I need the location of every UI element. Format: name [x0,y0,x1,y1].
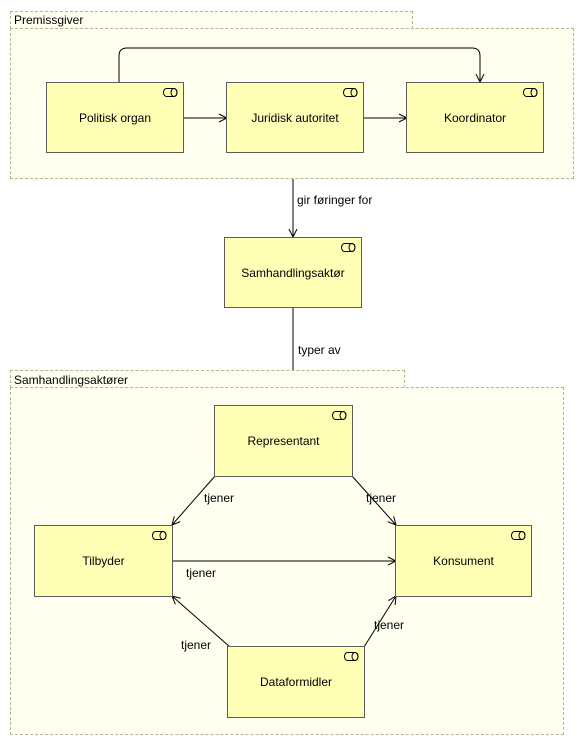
node-tilbyder[interactable]: Tilbyder [34,525,173,597]
node-juridisk-autoritet[interactable]: Juridisk autoritet [226,82,364,153]
edge-label-gir-foringer-for: gir føringer for [297,193,373,207]
edge-representant-konsument[interactable] [351,475,396,525]
group-premissgiver-label: Premissgiver [14,13,84,27]
node-koordinator[interactable]: Koordinator [406,82,544,153]
node-label: Politisk organ [78,110,152,125]
edge-dataformidler-tilbyder[interactable] [172,596,231,648]
edge-dataformidler-konsument[interactable] [363,596,396,648]
node-dataformidler[interactable]: Dataformidler [227,646,365,718]
edge-label-typer-av: typer av [298,343,341,357]
business-role-icon [511,531,526,540]
node-label: Samhandlingsaktør [241,265,345,280]
node-label: Juridisk autoritet [251,110,339,125]
business-role-icon [343,88,358,97]
node-label: Koordinator [443,110,507,125]
edge-label-tilbyder-konsument: tjener [186,566,217,580]
node-representant[interactable]: Representant [214,405,353,477]
node-label: Representant [247,434,320,448]
edge-politisk-koordinator[interactable] [118,47,480,82]
edge-label-representant-tilbyder: tjener [204,491,235,505]
business-role-icon [152,531,167,540]
business-role-icon [523,88,538,97]
node-label: Konsument [433,554,494,568]
business-role-icon [163,88,178,97]
edge-label-dataformidler-tilbyder: tjener [181,638,212,652]
edge-representant-tilbyder[interactable] [172,475,216,525]
node-label: Tilbyder [82,554,125,568]
group-samhandlingsaktorer-label: Samhandlingsaktører [14,373,129,387]
node-samhandlingsaktor[interactable]: Samhandlingsaktør [224,237,362,308]
business-role-icon [332,411,347,420]
node-politisk-organ[interactable]: Politisk organ [46,82,184,153]
edge-label-representant-konsument: tjener [366,491,397,505]
business-role-icon [341,243,356,252]
node-konsument[interactable]: Konsument [395,525,532,597]
business-role-icon [344,652,359,661]
node-label: Dataformidler [259,675,333,689]
edge-label-dataformidler-konsument: tjener [374,618,405,632]
